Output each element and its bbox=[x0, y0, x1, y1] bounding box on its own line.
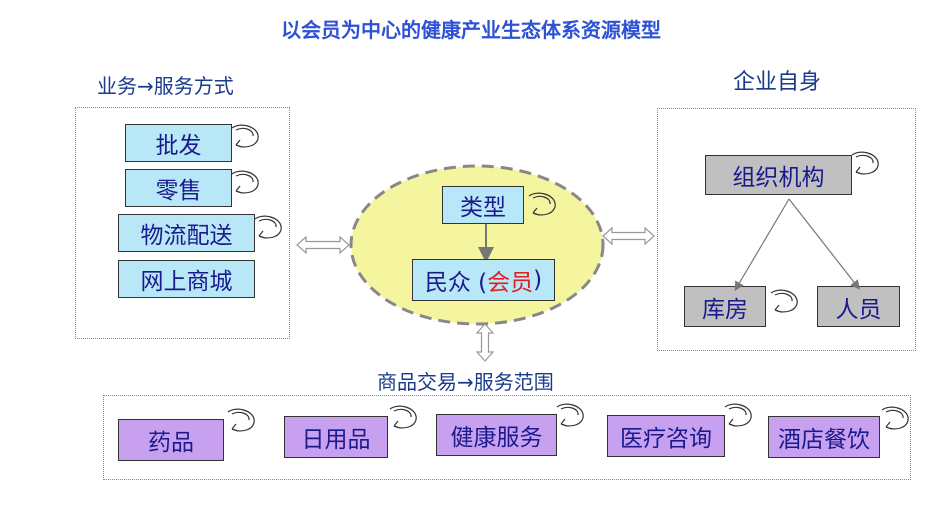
curl-icon bbox=[556, 403, 584, 427]
right-double-arrow bbox=[602, 226, 655, 246]
right-group-label: 企业自身 bbox=[733, 70, 822, 95]
personnel-box: 人员 bbox=[817, 286, 900, 327]
right-group-region bbox=[657, 108, 916, 351]
left-item-online-mall: 网上商城 bbox=[118, 260, 255, 298]
curl-icon bbox=[389, 405, 417, 429]
bottom-group-label: 商品交易→服务范围 bbox=[377, 370, 554, 394]
curl-icon bbox=[254, 215, 282, 239]
left-group-region bbox=[75, 107, 290, 339]
org-structure-box: 组织机构 bbox=[705, 155, 852, 195]
org-to-warehouse-line bbox=[734, 198, 790, 292]
people-member-box: 民众 (会员) bbox=[412, 259, 555, 301]
type-box: 类型 bbox=[442, 186, 524, 224]
left-group-label: 业务→服务方式 bbox=[97, 74, 234, 98]
bottom-item-medical-consulting: 医疗咨询 bbox=[607, 415, 725, 457]
left-double-arrow bbox=[296, 235, 350, 255]
bottom-group-region bbox=[103, 395, 911, 480]
curl-icon bbox=[881, 406, 909, 430]
member-label: 会员 bbox=[487, 270, 534, 296]
people-label: 民众 ( bbox=[424, 270, 488, 296]
bottom-item-hotel-dining: 酒店餐饮 bbox=[768, 416, 880, 458]
curl-icon bbox=[528, 192, 556, 216]
curl-icon bbox=[851, 151, 879, 175]
org-to-personnel-line bbox=[788, 198, 860, 290]
curl-icon bbox=[231, 170, 259, 194]
people-suffix: ) bbox=[533, 267, 543, 293]
bottom-item-daily-goods: 日用品 bbox=[284, 416, 388, 458]
left-item-retail: 零售 bbox=[125, 169, 232, 207]
left-item-wholesale: 批发 bbox=[125, 124, 232, 162]
curl-icon bbox=[724, 403, 752, 427]
curl-icon bbox=[231, 124, 259, 148]
bottom-item-health-services: 健康服务 bbox=[436, 414, 557, 456]
bottom-item-medicine: 药品 bbox=[118, 419, 224, 461]
diagram-title: 以会员为中心的健康产业生态体系资源模型 bbox=[281, 18, 661, 42]
curl-icon bbox=[227, 408, 255, 432]
left-item-logistics: 物流配送 bbox=[118, 214, 255, 252]
curl-icon bbox=[770, 289, 798, 313]
warehouse-box: 库房 bbox=[684, 286, 766, 327]
bottom-double-arrow bbox=[475, 323, 495, 362]
